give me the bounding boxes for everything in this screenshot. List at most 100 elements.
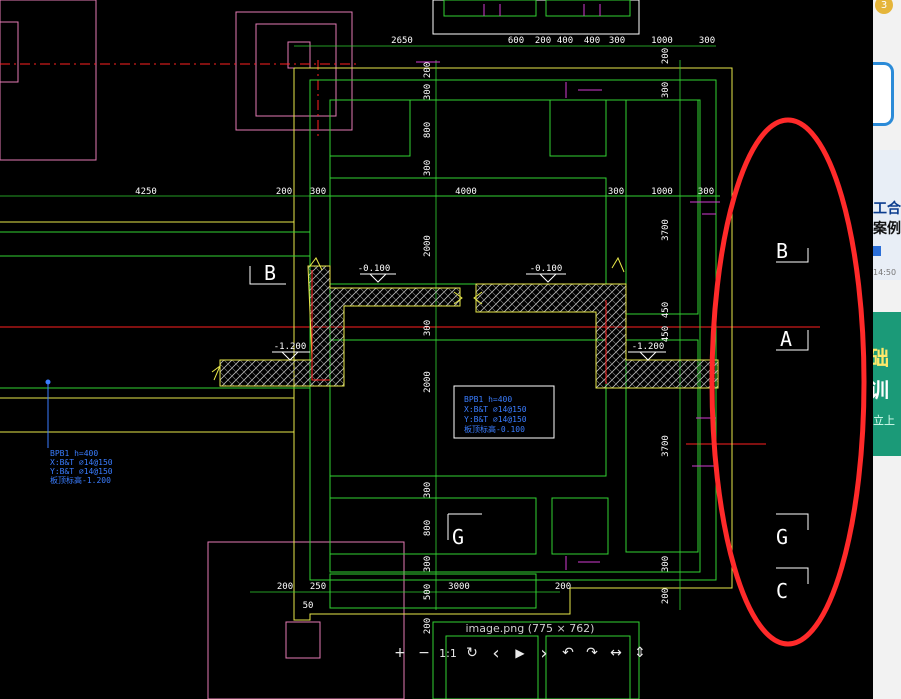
rotate-button[interactable]: ↻ [466,645,478,661]
dim-left-col: 200 [423,618,433,634]
dim-mid-row: 300 [310,187,326,197]
elevation-markers [272,273,666,361]
section-label-c-right: C [776,579,788,603]
dim-mid-row: 1000 [651,187,673,197]
viewer-toolbar: + − 1:1 ↻ ‹ ▶ › ↶ ↷ ↔ ⇕ [388,640,652,666]
dim-right-col: 300 [661,556,671,572]
dim-bottom: 250 [310,582,326,592]
play-button[interactable]: ▶ [515,646,525,660]
note-center-line: BPB1 h=400 [464,395,512,404]
elevation-label: -1.200 [274,342,307,352]
dim-left-col: 300 [423,482,433,498]
section-label-g-right: G [776,525,788,549]
note-left-line: 板顶标高-1.200 [50,475,111,485]
dim-left-col: 2000 [423,235,433,257]
dim-bottom: 3000 [448,582,470,592]
card-2-subtitle: 案例 [873,221,901,237]
card-3-line2: 训 [873,378,889,402]
elevation-label: -0.100 [530,264,563,274]
side-card-3[interactable]: 础 训 立上 [873,312,901,456]
dim-top: 1000 [651,36,673,46]
next-button[interactable]: › [540,642,548,664]
section-brackets [249,248,809,584]
section-cut [211,256,719,389]
flip-button[interactable]: ↔ [610,645,622,661]
top-fragment [432,0,640,35]
section-label-b-left: B [264,261,276,285]
dim-mid-row: 200 [276,187,292,197]
dim-right-col: 3700 [661,219,671,241]
elevation-label: -1.200 [632,342,665,352]
slab-outline [0,67,733,621]
dim-mid-row: 300 [698,187,714,197]
dim-right-col: 200 [661,588,671,604]
note-center-line: X:B&T ⌀14@150 [464,405,527,414]
zoom-out-button[interactable]: − [418,645,430,661]
dim-right-col: 3700 [661,435,671,457]
card-3-line3: 立上 [873,414,895,427]
side-panel: 3 工合 案例 14:50 础 训 立上 [873,0,901,699]
section-label-a-right: A [780,327,792,351]
redo-button[interactable]: ↷ [586,645,598,661]
dim-bottom: 200 [555,582,571,592]
section-label-b-right: B [776,239,788,263]
dim-mid-row: 300 [608,187,624,197]
dim-bottom: 50 [303,601,314,611]
cad-drawing: 2650 600 200 400 400 300 1000 300 200 300 800 300 20… [0,0,867,699]
dim-left-col: 200 [423,62,433,78]
dim-left-col: 2000 [423,371,433,393]
dim-bottom: 200 [277,582,293,592]
rebar-ticks [416,61,720,570]
elevation-label: -0.100 [358,264,391,274]
side-card-1[interactable] [873,58,901,126]
grid-axes [0,60,820,445]
dim-left-col: 800 [423,122,433,138]
dim-right-col: 200 [661,48,671,64]
dim-top: 300 [609,36,625,46]
prev-button[interactable]: ‹ [492,642,500,664]
badge-count: 3 [880,0,888,11]
note-center-line: Y:B&T ⌀14@150 [464,415,527,424]
badge-icon[interactable]: 3 [875,0,893,14]
leader-line [45,379,51,448]
dim-right-col: 450 [661,302,671,318]
dim-left-col: 300 [423,160,433,176]
dim-top: 200 [535,36,551,46]
zoom-in-button[interactable]: + [394,645,406,661]
adjacent-outlines [0,0,405,699]
footing-outlines [0,79,720,699]
dim-left-col: 300 [423,84,433,100]
note-box-center [453,385,555,439]
dim-left-col: 500 [423,584,433,600]
dim-top: 400 [557,36,573,46]
note-left-line: X:B&T ⌀14@150 [50,458,113,467]
card-icon [873,62,894,126]
dim-top: 2650 [391,36,413,46]
fit-button[interactable]: ⇕ [634,645,646,661]
dim-right-col: 450 [661,326,671,342]
dim-top: 600 [508,36,524,46]
note-center-line: 板顶标高-0.100 [464,424,525,434]
dimension-lines [0,45,716,610]
card-2-time: 14:50 [873,268,897,277]
note-left-line: BPB1 h=400 [50,449,98,458]
dim-mid-row: 4250 [135,187,157,197]
cad-text-layer: 2650 600 200 400 400 300 1000 300 200 300 800 300 20… [50,36,792,634]
dim-left-col: 300 [423,320,433,336]
note-left-line: Y:B&T ⌀14@150 [50,467,113,476]
card-2-tag [873,246,881,256]
dim-top: 300 [699,36,715,46]
dim-left-col: 300 [423,556,433,572]
undo-button[interactable]: ↶ [562,645,574,661]
section-label-g-inner: G [452,525,464,549]
image-viewer: 2650 600 200 400 400 300 1000 300 200 300 800 300 20… [0,0,867,699]
card-3-line1: 础 [873,346,889,370]
side-card-2[interactable]: 工合 案例 14:50 [873,150,901,280]
dim-top: 400 [584,36,600,46]
actual-size-button[interactable]: 1:1 [439,646,457,660]
annotation-ellipse [709,117,867,647]
dim-left-col: 800 [423,520,433,536]
dim-right-col: 300 [661,82,671,98]
image-caption: image.png (775 × 762) [465,622,595,635]
card-2-title: 工合 [873,201,901,217]
